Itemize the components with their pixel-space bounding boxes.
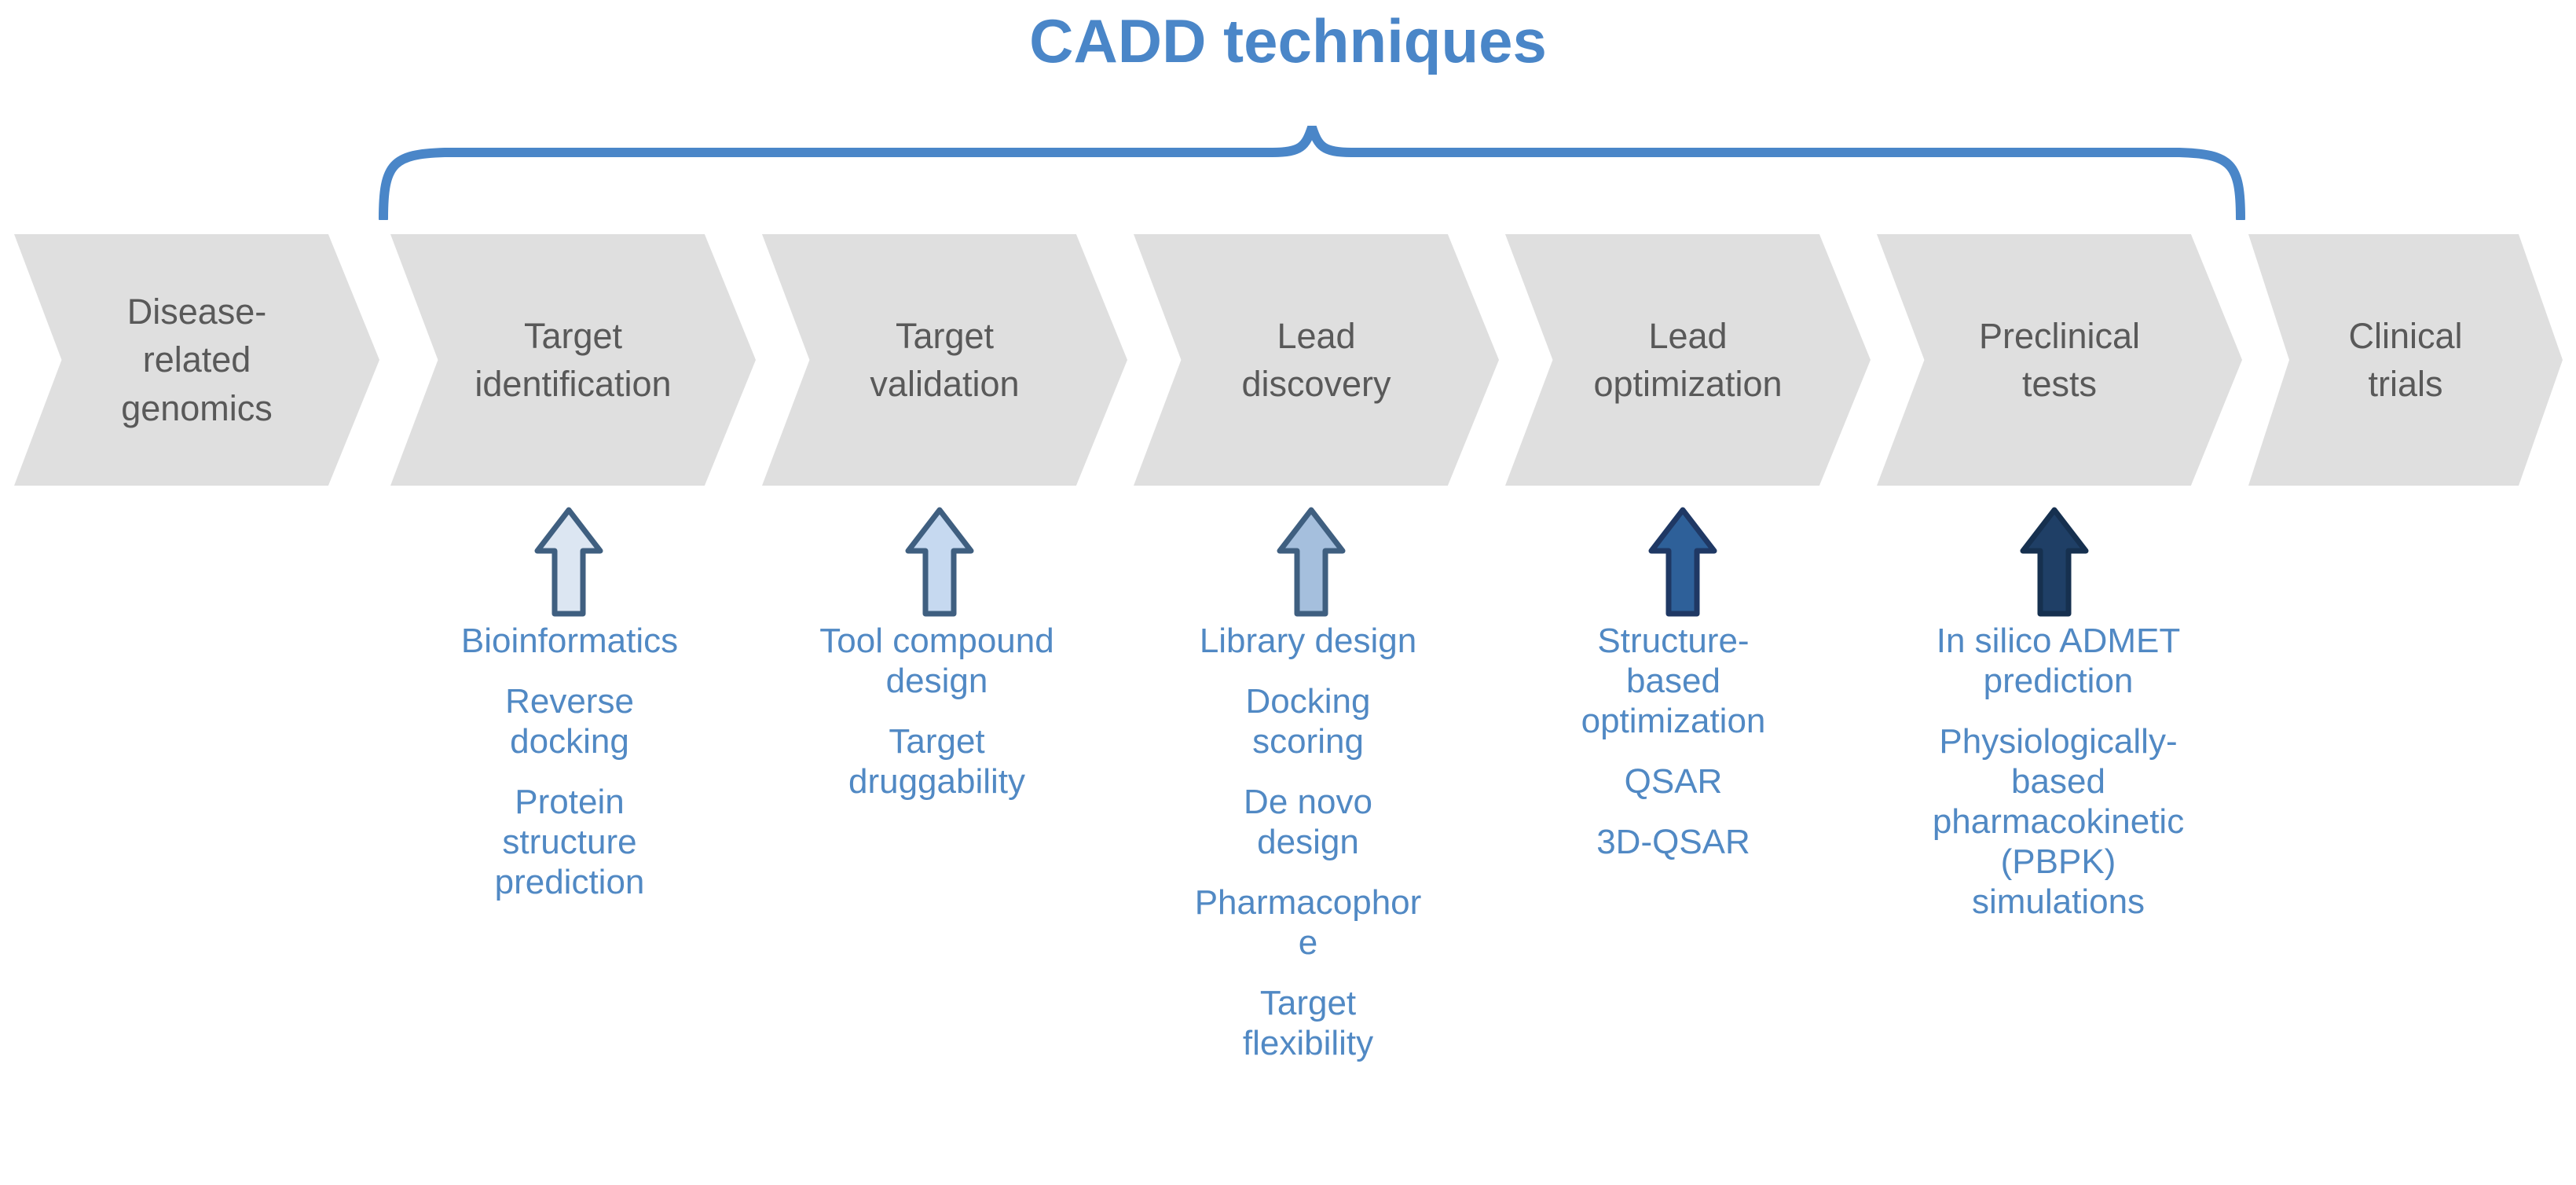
arrow-path	[1277, 507, 1346, 617]
technique-item: Target flexibility	[1242, 984, 1374, 1063]
up-arrow-icon-lead-optimization	[1648, 507, 1717, 617]
technique-item: 3D-QSAR	[1596, 823, 1750, 862]
stage-label: Target identification	[475, 315, 672, 404]
stage-target-validation[interactable]: Target validation	[762, 234, 1127, 486]
arrow-path	[1648, 507, 1717, 617]
technique-item: Docking scoring	[1245, 682, 1371, 761]
stage-preclinical-tests[interactable]: Preclinical tests	[1877, 234, 2242, 486]
stage-clinical-trials[interactable]: Clinical trials	[2248, 234, 2563, 486]
arrow-path	[534, 507, 603, 617]
arrow-path	[905, 507, 974, 617]
technique-item: Target druggability	[848, 722, 1026, 802]
technique-column-target-validation: Tool compound design Target druggability	[758, 621, 1116, 802]
technique-column-preclinical-tests: In silico ADMET prediction Physiological…	[1866, 621, 2251, 922]
stage-lead-discovery[interactable]: Lead discovery	[1134, 234, 1499, 486]
cadd-scope-brace	[369, 126, 2255, 220]
technique-column-target-identification: Bioinformatics Reverse docking Protein s…	[393, 621, 746, 902]
arrow-path	[2020, 507, 2089, 617]
stage-label: Disease- related genomics	[121, 292, 273, 428]
up-arrow-icon-lead-discovery	[1277, 507, 1346, 617]
stage-lead-optimization[interactable]: Lead optimization	[1505, 234, 1871, 486]
pipeline-stage-row: Disease- related genomics Target identif…	[0, 234, 2576, 486]
technique-item: Tool compound design	[819, 622, 1054, 701]
technique-item: In silico ADMET prediction	[1936, 622, 2181, 701]
brace-path	[379, 126, 2245, 220]
technique-item: Reverse docking	[505, 682, 634, 761]
stage-label: Lead optimization	[1593, 315, 1783, 404]
technique-item: Pharmacophor e	[1194, 883, 1422, 963]
stage-target-identification[interactable]: Target identification	[390, 234, 756, 486]
technique-item: Protein structure prediction	[494, 783, 645, 902]
page-title: CADD techniques	[1029, 6, 1547, 75]
stage-label: Target validation	[870, 315, 1020, 404]
technique-item: Bioinformatics	[460, 622, 679, 660]
technique-item: QSAR	[1624, 762, 1723, 802]
technique-item: Library design	[1199, 622, 1417, 660]
stage-label: Clinical trials	[2348, 315, 2463, 404]
stage-disease-related-genomics[interactable]: Disease- related genomics	[14, 234, 379, 486]
technique-column-lead-optimization: Structure- based optimization QSAR 3D-QS…	[1512, 621, 1834, 862]
stage-label: Lead discovery	[1241, 315, 1391, 404]
technique-item: Physiologically- based pharmacokinetic (…	[1932, 722, 2185, 922]
technique-item: De novo design	[1244, 783, 1372, 862]
up-arrow-icon-target-validation	[905, 507, 974, 617]
technique-column-lead-discovery: Library design Docking scoring De novo d…	[1131, 621, 1485, 1063]
brace-svg	[379, 126, 2245, 220]
technique-item: Structure- based optimization	[1581, 622, 1766, 741]
stage-label: Preclinical tests	[1978, 315, 2141, 404]
up-arrow-icon-preclinical-tests	[2020, 507, 2089, 617]
up-arrow-icon-target-identification	[534, 507, 603, 617]
